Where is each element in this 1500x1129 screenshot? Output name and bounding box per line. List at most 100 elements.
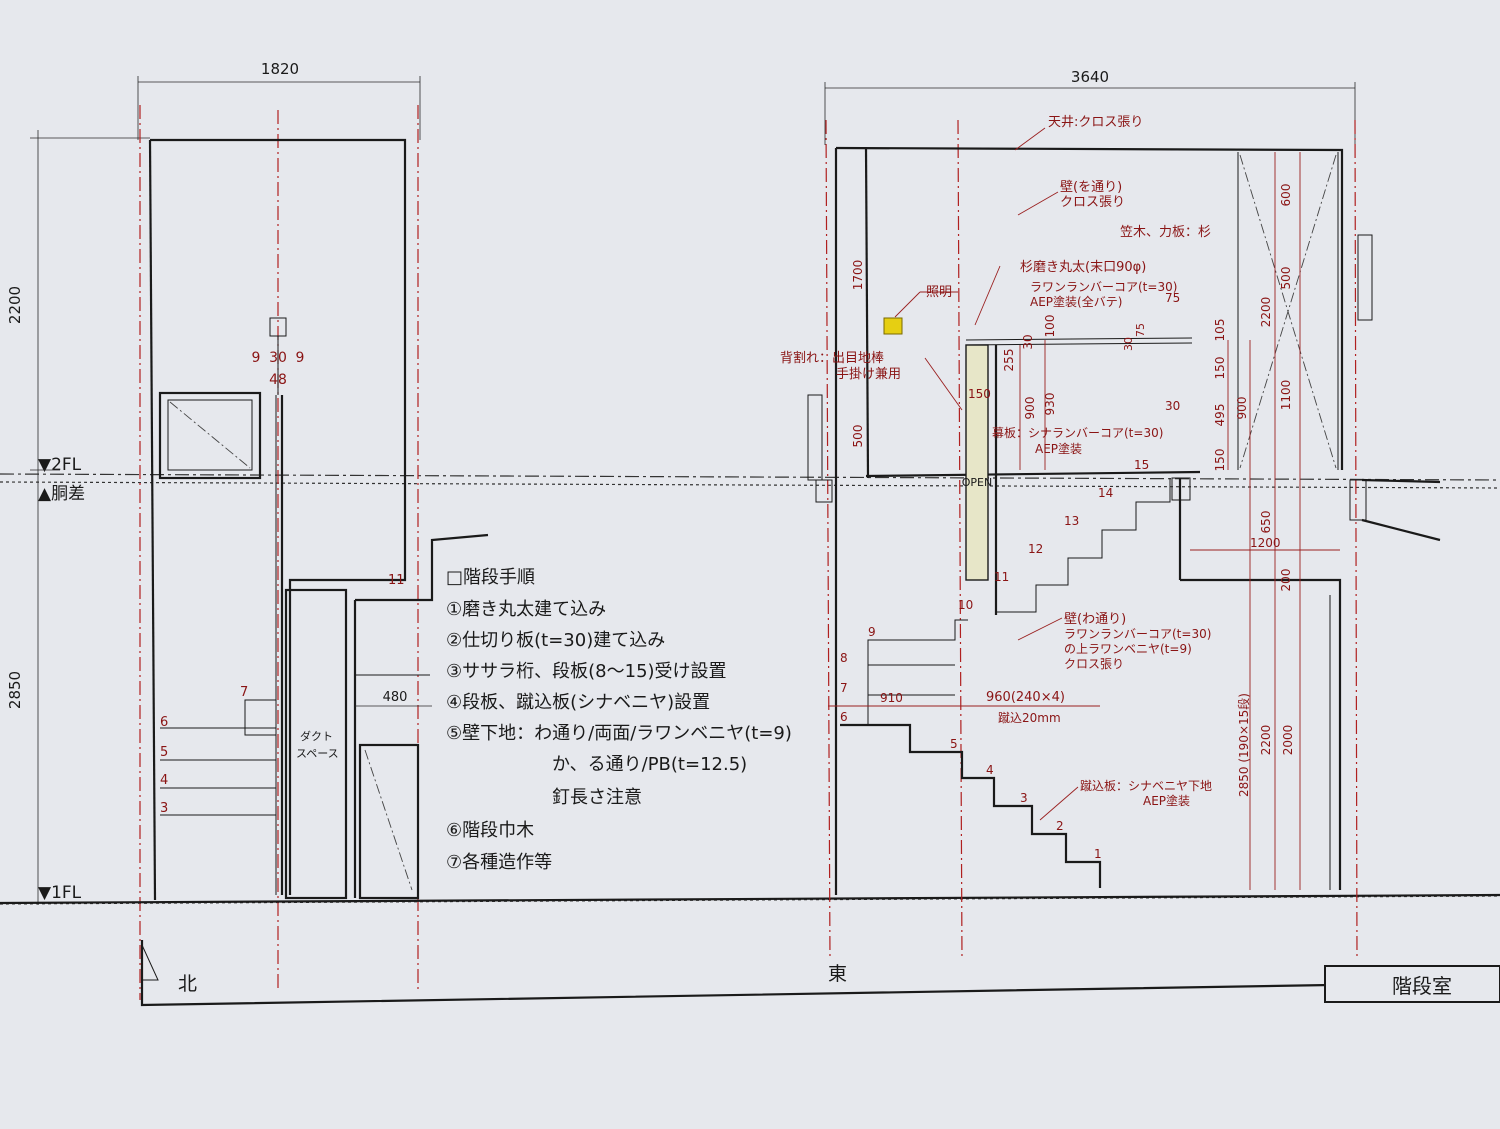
svg-text:1700: 1700 bbox=[851, 260, 865, 291]
room-tag bbox=[1324, 965, 1500, 1003]
svg-text:AEP塗装: AEP塗装 bbox=[1143, 793, 1190, 808]
open-label: OPEN bbox=[962, 476, 992, 489]
post-dim-c: 9 bbox=[296, 350, 305, 366]
svg-text:スペース: スペース bbox=[296, 747, 339, 760]
procedure-step-5b: か、る通り/PB(t=12.5) bbox=[552, 754, 747, 775]
svg-text:200: 200 bbox=[1279, 569, 1293, 592]
svg-text:手掛け兼用: 手掛け兼用 bbox=[836, 367, 901, 382]
svg-text:蹴込20mm: 蹴込20mm bbox=[998, 711, 1061, 725]
fl1-label: ▼1FL bbox=[38, 883, 82, 903]
procedure-step-6: ⑥階段巾木 bbox=[446, 820, 534, 841]
post-dim-a: 9 bbox=[252, 350, 261, 366]
svg-text:930: 930 bbox=[1043, 393, 1057, 416]
svg-text:3: 3 bbox=[1020, 791, 1028, 805]
svg-text:笠木、力板：杉: 笠木、力板：杉 bbox=[1120, 225, 1211, 240]
svg-text:壁(を通り): 壁(を通り) bbox=[1060, 180, 1122, 195]
svg-text:960(240×4): 960(240×4) bbox=[986, 690, 1065, 705]
procedure-step-3: ③ササラ桁、段板(8～15)受け設置 bbox=[446, 661, 727, 682]
svg-text:12: 12 bbox=[1028, 542, 1043, 556]
procedure-step-5: ⑤壁下地：わ通り/両面/ラワンベニヤ(t=9) bbox=[446, 723, 792, 744]
svg-text:6: 6 bbox=[840, 710, 848, 724]
svg-text:105: 105 bbox=[1213, 319, 1227, 342]
svg-text:1100: 1100 bbox=[1279, 380, 1293, 411]
svg-text:AEP塗装(全バテ): AEP塗装(全バテ) bbox=[1030, 294, 1122, 309]
left-width-dim: 1820 bbox=[261, 60, 299, 78]
svg-text:2200: 2200 bbox=[1259, 725, 1273, 756]
svg-text:150: 150 bbox=[1213, 449, 1227, 472]
svg-text:照明: 照明 bbox=[926, 285, 952, 300]
svg-text:11: 11 bbox=[994, 570, 1009, 584]
svg-text:7: 7 bbox=[840, 681, 848, 695]
procedure-step-5c: 釘長さ注意 bbox=[552, 787, 642, 808]
right-width-dim: 3640 bbox=[1071, 68, 1109, 86]
svg-text:600: 600 bbox=[1279, 184, 1293, 207]
svg-text:150: 150 bbox=[968, 387, 991, 401]
svg-text:495: 495 bbox=[1213, 404, 1227, 427]
svg-text:900: 900 bbox=[1023, 397, 1037, 420]
svg-text:壁(わ通り): 壁(わ通り) bbox=[1064, 612, 1126, 627]
svg-text:1200: 1200 bbox=[1250, 536, 1281, 550]
procedure-step-1: ①磨き丸太建て込み bbox=[446, 599, 606, 620]
svg-text:2200: 2200 bbox=[1259, 297, 1273, 328]
procedure-title: □階段手順 bbox=[446, 567, 535, 588]
svg-text:150: 150 bbox=[1213, 357, 1227, 380]
svg-text:AEP塗装: AEP塗装 bbox=[1035, 441, 1082, 456]
procedure-step-2: ②仕切り板(t=30)建て込み bbox=[446, 630, 665, 651]
svg-text:7: 7 bbox=[240, 685, 248, 700]
svg-text:2850 (190×15段): 2850 (190×15段) bbox=[1236, 693, 1251, 797]
svg-text:75: 75 bbox=[1165, 291, 1180, 305]
svg-text:11: 11 bbox=[388, 573, 405, 588]
post-dim-total: 48 bbox=[269, 372, 287, 388]
svg-text:15: 15 bbox=[1134, 458, 1149, 472]
post-dim-b: 30 bbox=[269, 350, 287, 366]
svg-text:2: 2 bbox=[1056, 819, 1064, 833]
fl2-label: ▼2FL bbox=[38, 455, 82, 475]
svg-text:3: 3 bbox=[160, 801, 168, 816]
svg-text:14: 14 bbox=[1098, 486, 1113, 500]
svg-text:30: 30 bbox=[1021, 334, 1035, 349]
svg-text:6: 6 bbox=[160, 715, 168, 730]
svg-text:天井:クロス張り: 天井:クロス張り bbox=[1048, 115, 1143, 130]
svg-text:4: 4 bbox=[986, 763, 994, 777]
svg-text:ラワンランバーコア(t=30): ラワンランバーコア(t=30) bbox=[1030, 280, 1177, 294]
procedure-list: □階段手順 ①磨き丸太建て込み ②仕切り板(t=30)建て込み ③ササラ桁、段板… bbox=[446, 567, 792, 873]
svg-text:500: 500 bbox=[851, 425, 865, 448]
svg-text:杉磨き丸太(末口90φ): 杉磨き丸太(末口90φ) bbox=[1020, 260, 1146, 275]
duct-label: ダクト bbox=[300, 729, 333, 743]
procedure-step-4: ④段板、蹴込板(シナベニヤ)設置 bbox=[446, 692, 710, 713]
svg-text:650: 650 bbox=[1259, 511, 1273, 534]
svg-text:900: 900 bbox=[1235, 397, 1249, 420]
svg-text:蹴込板：シナベニヤ下地: 蹴込板：シナベニヤ下地 bbox=[1080, 779, 1212, 793]
svg-text:13: 13 bbox=[1064, 514, 1079, 528]
svg-text:2000: 2000 bbox=[1281, 725, 1295, 756]
svg-text:5: 5 bbox=[950, 737, 958, 751]
left-height-lower: 2850 bbox=[6, 671, 24, 709]
svg-text:8: 8 bbox=[840, 651, 848, 665]
light-fixture-icon bbox=[883, 317, 903, 335]
room-label: 階段室 bbox=[1392, 974, 1452, 998]
svg-text:の上ラワンベニヤ(t=9): の上ラワンベニヤ(t=9) bbox=[1064, 642, 1192, 656]
direction-east: 東 bbox=[828, 963, 847, 985]
direction-north: 北 bbox=[178, 973, 197, 995]
svg-text:30: 30 bbox=[1122, 337, 1135, 351]
svg-text:500: 500 bbox=[1279, 267, 1293, 290]
svg-text:9: 9 bbox=[868, 625, 876, 639]
svg-text:5: 5 bbox=[160, 745, 168, 760]
dousa-label: ▲胴差 bbox=[38, 484, 85, 504]
svg-text:ラワンランバーコア(t=30): ラワンランバーコア(t=30) bbox=[1064, 627, 1211, 641]
svg-text:75: 75 bbox=[1134, 323, 1147, 337]
svg-text:クロス張り: クロス張り bbox=[1064, 657, 1124, 671]
svg-text:910: 910 bbox=[880, 691, 903, 705]
svg-text:255: 255 bbox=[1002, 349, 1016, 372]
procedure-step-7: ⑦各種造作等 bbox=[446, 852, 552, 873]
left-height-upper: 2200 bbox=[6, 286, 24, 324]
svg-text:4: 4 bbox=[160, 773, 168, 788]
svg-text:クロス張り: クロス張り bbox=[1060, 195, 1125, 210]
svg-text:10: 10 bbox=[958, 598, 973, 612]
svg-text:幕板：シナランバーコア(t=30): 幕板：シナランバーコア(t=30) bbox=[992, 426, 1163, 440]
svg-text:30: 30 bbox=[1165, 399, 1180, 413]
svg-text:100: 100 bbox=[1043, 315, 1057, 338]
dim-480: 480 bbox=[383, 690, 408, 705]
